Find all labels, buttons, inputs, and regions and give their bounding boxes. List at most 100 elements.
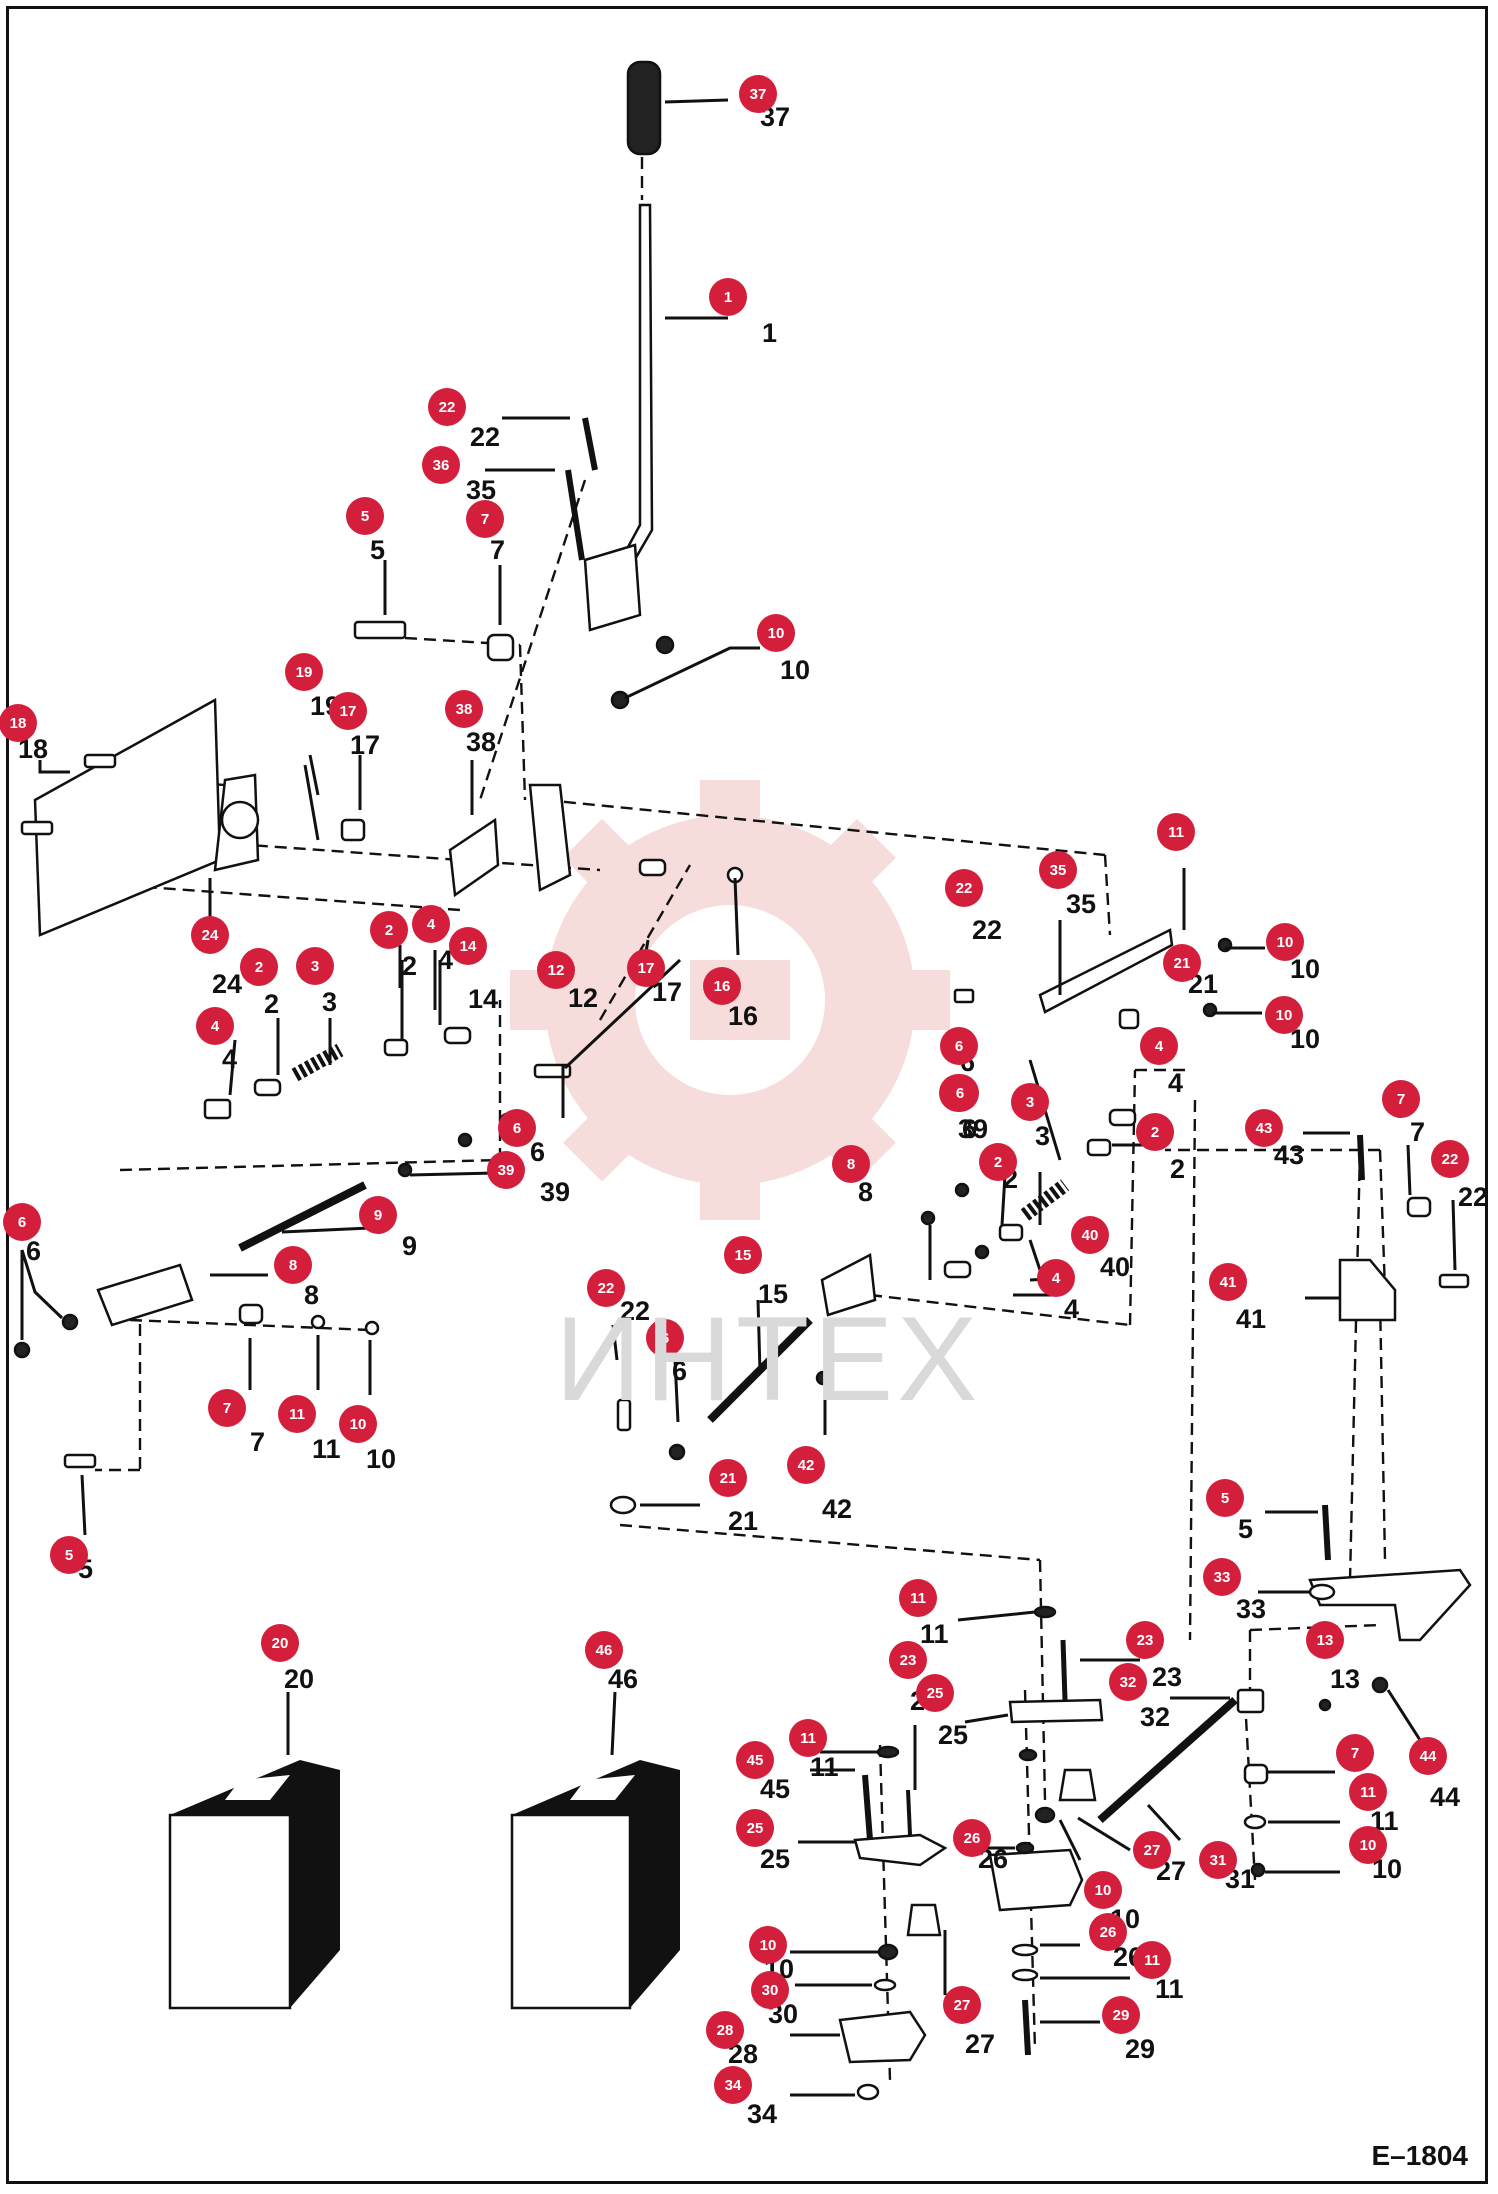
callout-circle — [191, 916, 229, 954]
callout-badge: 11 — [1157, 813, 1195, 851]
callout-circle — [1102, 1996, 1140, 2034]
callout-badge: 4 — [1140, 1027, 1178, 1065]
callout-badge: 23 — [1126, 1621, 1164, 1659]
callout-circle — [261, 1624, 299, 1662]
callout-badge: 6 — [646, 1319, 684, 1357]
callout-circle — [1011, 1083, 1049, 1121]
callout-circle — [709, 278, 747, 316]
part-label: 6 — [962, 1114, 977, 1144]
callout-badge: 10 — [757, 614, 795, 652]
callout-badge: 14 — [449, 927, 487, 965]
part-label: 41 — [1236, 1304, 1266, 1334]
callout-badge: 2 — [370, 911, 408, 949]
part-label: 22 — [972, 915, 1002, 945]
callout-circle — [953, 1819, 991, 1857]
callout-number: 22 — [956, 880, 973, 897]
callout-badge: 4 — [1037, 1259, 1075, 1297]
callout-circle — [899, 1579, 937, 1617]
watermark-text: ИНТЕХ — [555, 1292, 982, 1426]
callout-circle — [274, 1246, 312, 1284]
callout-badge: 32 — [1109, 1663, 1147, 1701]
callout-number: 7 — [481, 511, 489, 528]
callout-circle — [1133, 1941, 1171, 1979]
part-label: 7 — [250, 1427, 265, 1457]
callout-badge: 37 — [739, 75, 777, 113]
callout-badge: 11 — [278, 1395, 316, 1433]
callout-number: 36 — [433, 457, 450, 474]
callout-circle — [339, 1405, 377, 1443]
link-arm — [528, 783, 572, 892]
part-label: 11 — [1155, 1974, 1184, 2004]
callout-badge: 30 — [751, 1971, 789, 2009]
callout-number: 3 — [1026, 1094, 1034, 1111]
part-label: 22 — [1458, 1182, 1488, 1212]
leader-lines — [20, 98, 1457, 2097]
callout-badge: 5 — [1206, 1479, 1244, 1517]
callout-circle — [1037, 1259, 1075, 1297]
callout-circle — [757, 614, 795, 652]
callout-circle — [1382, 1080, 1420, 1118]
callout-badge: 7 — [466, 500, 504, 538]
callout-badge: 26 — [1089, 1913, 1127, 1951]
part-label: 45 — [760, 1774, 790, 1804]
part-label: 11 — [312, 1434, 341, 1464]
callout-circle — [749, 1926, 787, 1964]
callout-number: 37 — [750, 86, 767, 103]
part-label: 35 — [1066, 889, 1096, 919]
callout-badge: 21 — [709, 1459, 747, 1497]
callout-circle — [889, 1641, 927, 1679]
callout-number: 27 — [954, 1997, 971, 2014]
handle-grip — [626, 60, 662, 156]
flat-link — [1038, 928, 1174, 1014]
cylinder-27-right — [988, 1848, 1084, 1912]
callout-badge: 38 — [445, 690, 483, 728]
bracket-41 — [1338, 1258, 1397, 1322]
part-label: 14 — [468, 984, 498, 1014]
callout-badge: 6 — [498, 1109, 536, 1147]
callout-circle — [751, 1971, 789, 2009]
box-46 — [510, 1760, 680, 2010]
callout-circle — [940, 1027, 978, 1065]
callout-circle — [1136, 1113, 1174, 1151]
part-label: 6 — [530, 1137, 545, 1167]
callout-badge: 10 — [1349, 1826, 1387, 1864]
callout-number: 39 — [498, 1162, 515, 1179]
callout-number: 38 — [456, 701, 473, 718]
callout-circle — [412, 905, 450, 943]
callout-number: 43 — [1256, 1120, 1273, 1137]
callout-badge: 10 — [1084, 1871, 1122, 1909]
callout-circle — [445, 690, 483, 728]
callout-circle — [1206, 1479, 1244, 1517]
callout-circle — [709, 1459, 747, 1497]
callout-badge: 22 — [945, 869, 983, 907]
callout-number: 2 — [1151, 1124, 1159, 1141]
callout-number: 22 — [439, 399, 456, 416]
callout-circle — [1336, 1734, 1374, 1772]
callout-number: 12 — [548, 962, 565, 979]
callout-badge: 2 — [979, 1143, 1017, 1181]
callout-badge: 8 — [274, 1246, 312, 1284]
part-label: 29 — [1125, 2034, 1155, 2064]
callout-circle — [1349, 1826, 1387, 1864]
part-label: 39 — [958, 1114, 988, 1144]
callout-badge: 10 — [749, 1926, 787, 1964]
callout-circle — [1266, 923, 1304, 961]
callout-badge: 34 — [714, 2066, 752, 2104]
callout-number: 10 — [1095, 1882, 1112, 1899]
callout-badge: 6 — [941, 1074, 979, 1112]
callout-circle — [449, 927, 487, 965]
callout-badge: 24 — [191, 916, 229, 954]
callout-number: 45 — [747, 1752, 764, 1769]
callout-number: 15 — [735, 1247, 752, 1264]
callout-badge: 6 — [940, 1027, 978, 1065]
callout-badge: 11 — [899, 1579, 937, 1617]
callout-circle — [1349, 1773, 1387, 1811]
callout-badge: 5 — [50, 1536, 88, 1574]
callout-circle — [1089, 1913, 1127, 1951]
part-label: 8 — [858, 1177, 873, 1207]
callout-badge: 28 — [706, 2011, 744, 2049]
callout-badge: 25 — [916, 1674, 954, 1712]
callout-badge: 29 — [1102, 1996, 1140, 2034]
callout-badge: 31 — [1199, 1841, 1237, 1879]
